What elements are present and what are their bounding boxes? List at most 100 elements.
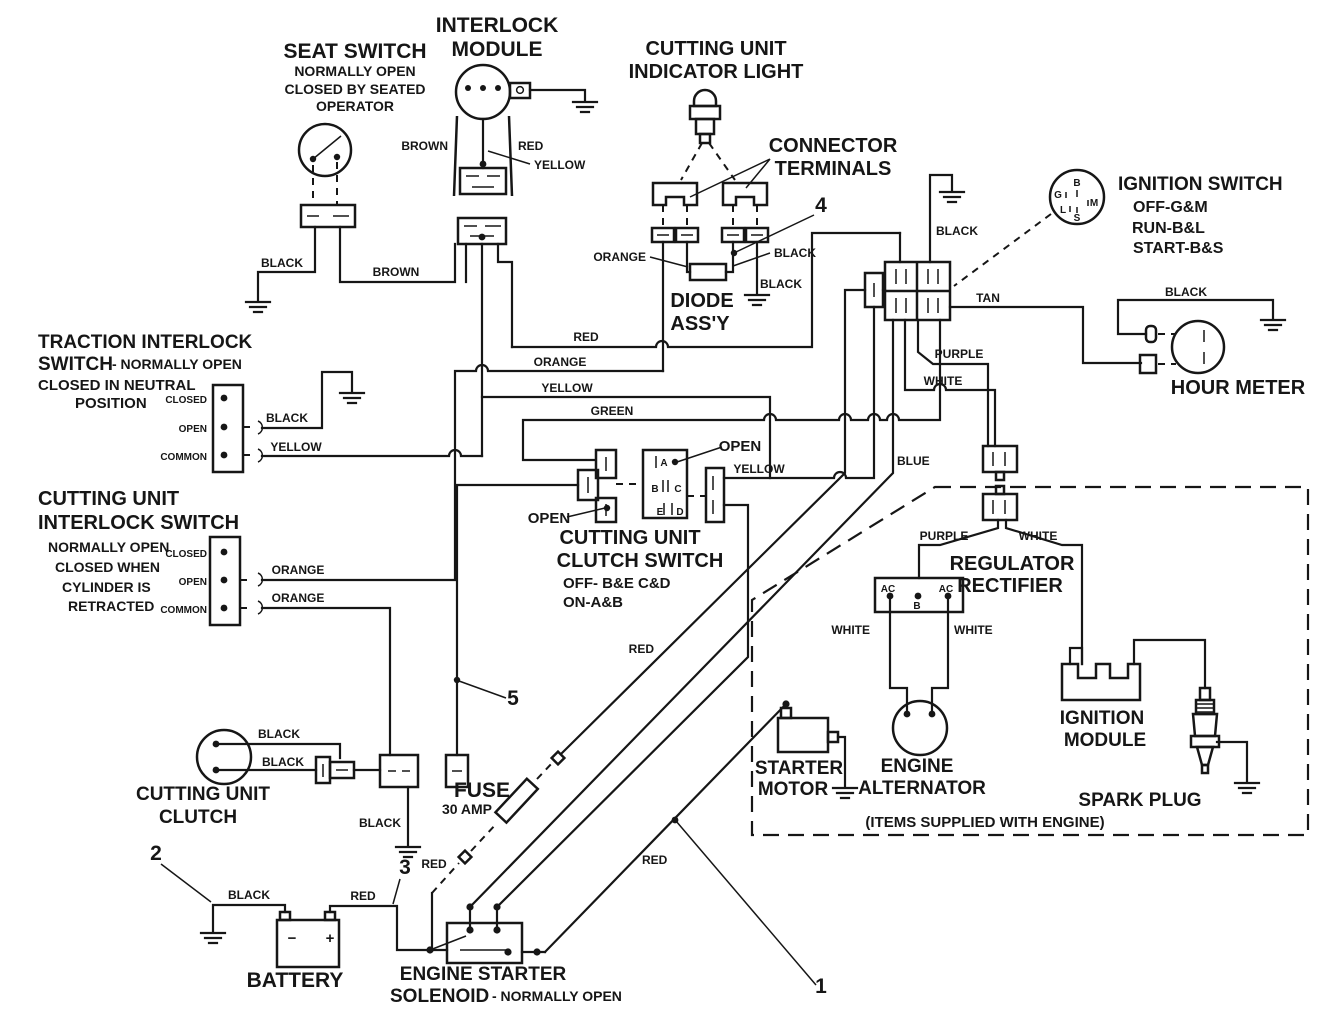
cutting-unit-clutch-switch: [453, 446, 750, 909]
wire-color-label: WHITE: [954, 623, 993, 637]
pin-label: G: [1054, 190, 1062, 201]
fuse-title: FUSE: [454, 779, 510, 802]
wire-color-label: RED: [629, 642, 655, 656]
wire-color-label: RED: [350, 889, 376, 903]
solenoid-title2: SOLENOID: [390, 986, 489, 1007]
ignition-switch-off: OFF-G&M: [1133, 199, 1208, 216]
pin-label: M: [1090, 198, 1098, 209]
regulator-connector-pair: [917, 444, 1084, 666]
pin-label: OPEN: [179, 424, 207, 435]
cu-clutch-switch-on: ON-A&B: [563, 594, 623, 611]
ignition-switch-start: START-B&S: [1133, 240, 1224, 257]
pin-label: S: [1074, 213, 1081, 224]
wire-color-label: BLUE: [897, 454, 930, 468]
cu-interlock-sub2: CLOSED WHEN: [55, 559, 160, 575]
pin-label: A: [660, 458, 667, 469]
pin-label: −: [288, 930, 297, 947]
wire-color-label: BROWN: [401, 139, 448, 153]
wire-color-label: TAN: [976, 291, 1000, 305]
regulator-title1: REGULATOR: [950, 553, 1075, 575]
wire-color-label: WHITE: [831, 623, 870, 637]
pin-label: L: [1060, 205, 1066, 216]
pin-label: AC: [881, 584, 895, 595]
regulator-title2: RECTIFIER: [957, 575, 1063, 597]
wire-color-label: BLACK: [359, 816, 401, 830]
cutting-unit-indicator-light: [680, 88, 736, 181]
cu-interlock-sub4: RETRACTED: [68, 598, 154, 614]
cutting-unit-clutch: [195, 728, 470, 859]
wire-color-label: YELLOW: [541, 381, 593, 395]
cutting-unit-interlock-switch: [208, 535, 392, 757]
traction-interlock-switch: [211, 370, 484, 474]
wire-color-label: ORANGE: [593, 250, 646, 264]
wire-color-label: BLACK: [1165, 285, 1207, 299]
engine-items-boundary: [750, 485, 1310, 837]
ignition-module: [1060, 638, 1207, 702]
interlock-module: [452, 63, 599, 458]
cu-clutch-title1: CUTTING UNIT: [136, 784, 270, 805]
bus-wires: [260, 231, 1143, 909]
wire-color-label: RED: [518, 139, 544, 153]
pin-label: AC: [939, 584, 953, 595]
wire-color-label: BLACK: [936, 224, 978, 238]
cu-clutch-switch-title2: CLUTCH SWITCH: [557, 550, 724, 572]
engine-alternator: [891, 699, 949, 757]
interlock-module-title2: MODULE: [452, 38, 543, 61]
wire-color-label: YELLOW: [270, 440, 322, 454]
cu-clutch-title2: CLUTCH: [159, 807, 237, 828]
wire-color-label: WHITE: [924, 374, 963, 388]
pin-label: D: [676, 507, 683, 518]
diode-assembly: [649, 240, 771, 373]
wire-color-label: RED: [642, 853, 668, 867]
wire-color-label: ORANGE: [534, 355, 587, 369]
starter-motor-title2: MOTOR: [758, 779, 829, 800]
connector-terminals: [650, 158, 771, 244]
cu-interlock-sub3: CYLINDER IS: [62, 579, 151, 595]
spark-plug: [1189, 686, 1261, 795]
seat-switch-sub3: OPERATOR: [316, 98, 394, 114]
wire-color-label: BLACK: [261, 256, 303, 270]
alternator-title1: ENGINE: [881, 756, 954, 777]
pin-label: B: [913, 601, 920, 612]
indicator-light-title2: INDICATOR LIGHT: [629, 61, 804, 83]
cu-clutch-switch-title1: CUTTING UNIT: [559, 527, 700, 549]
pin-label: COMMON: [160, 605, 207, 616]
hour-meter-title: HOUR METER: [1171, 377, 1306, 399]
wire-color-label: WHITE: [1019, 529, 1058, 543]
ref-number: 5: [507, 687, 519, 710]
traction-interlock-title2: SWITCH: [38, 354, 113, 375]
ref-number: 3: [399, 856, 411, 879]
pin-label: B: [1073, 178, 1080, 189]
traction-interlock-sub1: CLOSED IN NEUTRAL: [38, 377, 196, 394]
hour-meter: [1116, 298, 1287, 375]
wire-color-label: BLACK: [258, 727, 300, 741]
ignition-switch-run: RUN-B&L: [1132, 220, 1205, 237]
wire-color-label: BLACK: [262, 755, 304, 769]
cu-interlock-title2: INTERLOCK SWITCH: [38, 512, 239, 534]
fuse: [430, 288, 867, 952]
starter-motor-title1: STARTER: [755, 758, 844, 779]
reference-leaders: [160, 214, 817, 986]
ref-number: 1: [815, 975, 827, 998]
fuse-rating: 30 AMP: [442, 801, 492, 817]
indicator-light-title1: CUTTING UNIT: [645, 38, 786, 60]
seat-switch: [244, 122, 457, 314]
ignition-module-title2: MODULE: [1064, 730, 1146, 751]
battery: [199, 903, 449, 969]
wire-color-label: RED: [573, 330, 599, 344]
alternator-title2: ALTERNATOR: [858, 778, 986, 799]
wire-color-label: BROWN: [373, 265, 420, 279]
ref-number: 4: [815, 194, 827, 217]
interlock-module-title1: INTERLOCK: [436, 14, 559, 37]
seat-switch-title: SEAT SWITCH: [283, 40, 426, 63]
diode-assy-title2: ASS'Y: [670, 313, 730, 335]
pin-label: OPEN: [179, 577, 207, 588]
traction-interlock-title3: - NORMALLY OPEN: [112, 356, 242, 372]
wire-color-label: GREEN: [591, 404, 634, 418]
solenoid-title1: ENGINE STARTER: [400, 964, 567, 985]
spark-plug-title: SPARK PLUG: [1078, 790, 1201, 811]
wire-color-label: YELLOW: [733, 462, 785, 476]
